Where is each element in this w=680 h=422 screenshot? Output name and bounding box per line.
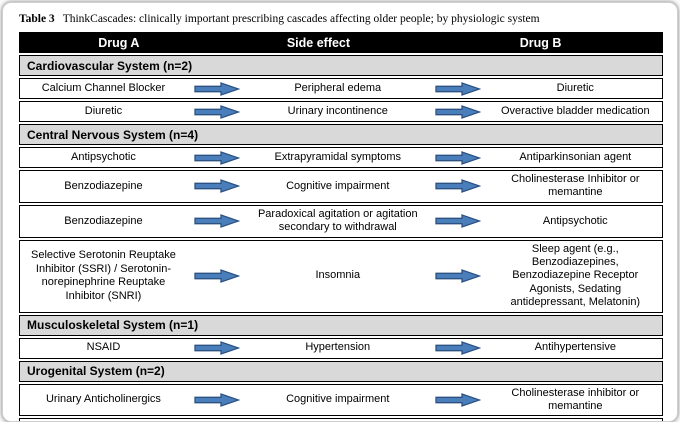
arrow-cell — [194, 393, 241, 407]
header-cell-side-effect: Side effect — [286, 35, 351, 50]
cascade-row: Antipsychotic Extrapyramidal symptoms Anti… — [19, 147, 663, 168]
arrow-cell — [194, 179, 241, 194]
drug-b-cell: Cholinesterase Inhibitor or memantine — [511, 173, 640, 199]
side-effect-cell: Insomnia — [315, 269, 361, 282]
arrow-cell — [194, 150, 241, 165]
side-effect-cell: Hypertension — [305, 341, 371, 354]
drug-a-cell: Antipsychotic — [71, 150, 136, 163]
drug-b-cell: Cholinesterase inhibitor or memantine — [511, 386, 640, 413]
right-arrow-icon — [435, 104, 482, 119]
drug-b-cell: Antihypertensive — [534, 341, 616, 354]
cascade-row: Alpha-1 Receptor BlockerOrthostatic hypo… — [19, 418, 663, 421]
table-body: Cardiovascular System (n=2)Calcium Chann… — [19, 55, 663, 421]
side-effect-cell: Peripheral edema — [294, 81, 382, 94]
right-arrow-icon — [435, 393, 482, 407]
arrow-cell — [194, 81, 241, 96]
drug-b-cell: Antiparkinsonian agent — [519, 150, 632, 163]
section-header: Central Nervous System (n=4) — [19, 124, 663, 145]
cascade-row: Selective Serotonin Reuptake Inhibitor (… — [19, 239, 663, 313]
arrow-cell — [194, 104, 241, 119]
section-header: Cardiovascular System (n=2) — [19, 55, 663, 76]
arrow-cell — [435, 179, 482, 194]
arrow-cell — [435, 104, 482, 119]
drug-a-cell: Benzodiazepine — [64, 214, 143, 227]
side-effect-cell: Urinary incontinence — [287, 104, 388, 117]
drug-a-cell: NSAID — [86, 341, 121, 354]
right-arrow-icon — [435, 150, 482, 165]
header-cell-drug-a: Drug A — [98, 35, 140, 50]
drug-b-cell: Overactive bladder medication — [501, 104, 650, 117]
right-arrow-icon — [194, 150, 241, 165]
side-effect-cell: Cognitive impairment — [286, 179, 390, 192]
side-effect-cell: Extrapyramidal symptoms — [274, 150, 402, 163]
drug-b-cell: Antipsychotic — [542, 214, 608, 227]
arrow-cell — [435, 393, 482, 407]
right-arrow-icon — [435, 81, 482, 96]
arrow-cell — [435, 214, 482, 229]
right-arrow-icon — [194, 341, 241, 356]
drug-b-cell: Sleep agent (e.g., Benzodiazepines, Benz… — [510, 242, 641, 309]
table-caption-label: Table 3 — [19, 13, 55, 25]
drug-a-cell: Benzodiazepine — [64, 179, 143, 192]
table-header-row: Drug A Side effect Drug B — [19, 32, 663, 53]
right-arrow-icon — [435, 269, 482, 284]
right-arrow-icon — [435, 179, 482, 194]
cascade-row: Benzodiazepine Cognitive impairment Cholin… — [19, 170, 663, 203]
right-arrow-icon — [194, 81, 241, 96]
section-header: Musculoskeletal System (n=1) — [19, 314, 663, 336]
drug-a-cell: Diuretic — [84, 104, 123, 117]
cascade-row: Calcium Channel Blocker Peripheral edema D… — [19, 78, 663, 99]
cascade-row: NSAID Hypertension Antihypertensive — [19, 337, 663, 359]
right-arrow-icon — [435, 341, 482, 356]
cascade-row: Urinary Anticholinergics Cognitive impair… — [19, 383, 663, 417]
arrow-cell — [194, 214, 241, 229]
drug-a-cell: Urinary Anticholinergics — [45, 393, 161, 406]
right-arrow-icon — [194, 179, 241, 194]
arrow-cell — [435, 341, 482, 356]
right-arrow-icon — [194, 393, 241, 407]
right-arrow-icon — [194, 104, 241, 119]
cascades-table: Drug A Side effect Drug B Cardiovascular… — [19, 32, 663, 421]
side-effect-cell: Paradoxical agitation or agitation secon… — [257, 207, 418, 234]
cascade-row: Diuretic Urinary incontinence Overactive b… — [19, 101, 663, 122]
arrow-cell — [194, 269, 241, 284]
drug-a-cell: Selective Serotonin Reuptake Inhibitor (… — [30, 249, 176, 302]
right-arrow-icon — [435, 214, 482, 229]
arrow-cell — [435, 150, 482, 165]
right-arrow-icon — [194, 269, 241, 284]
table-caption: Table 3 ThinkCascades: clinically importa… — [19, 13, 661, 25]
cascade-row: Benzodiazepine Paradoxical agitation or a… — [19, 204, 663, 238]
section-header: Urogenital System (n=2) — [19, 360, 663, 382]
header-cell-drug-b: Drug B — [519, 35, 562, 50]
arrow-cell — [194, 341, 241, 356]
table-caption-text: ThinkCascades: clinically important pres… — [62, 13, 540, 25]
right-arrow-icon — [194, 214, 241, 229]
arrow-cell — [435, 81, 482, 96]
side-effect-cell: Cognitive impairment — [286, 393, 390, 406]
arrow-cell — [435, 269, 482, 284]
drug-b-cell: Diuretic — [556, 81, 594, 94]
drug-a-cell: Calcium Channel Blocker — [41, 81, 166, 94]
